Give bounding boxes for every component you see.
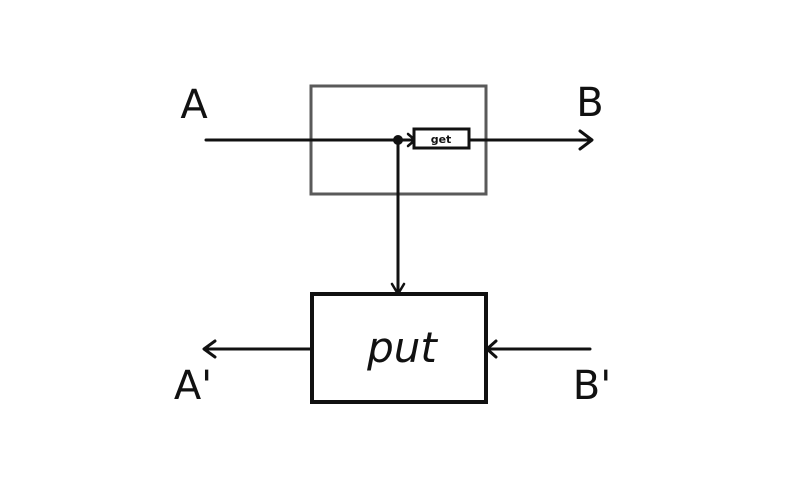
get-box <box>412 127 471 150</box>
label-b: B <box>576 80 603 126</box>
get-label: get <box>431 133 452 146</box>
label-a-prime: A' <box>174 363 212 409</box>
arrowhead-left-bottom <box>202 339 217 359</box>
put-label: put <box>366 323 438 372</box>
put-box <box>310 292 488 404</box>
arrowhead-into-put <box>485 339 498 359</box>
arrowhead-right-top <box>578 129 594 151</box>
label-b-prime: B' <box>573 363 611 409</box>
label-a: A <box>180 82 208 128</box>
